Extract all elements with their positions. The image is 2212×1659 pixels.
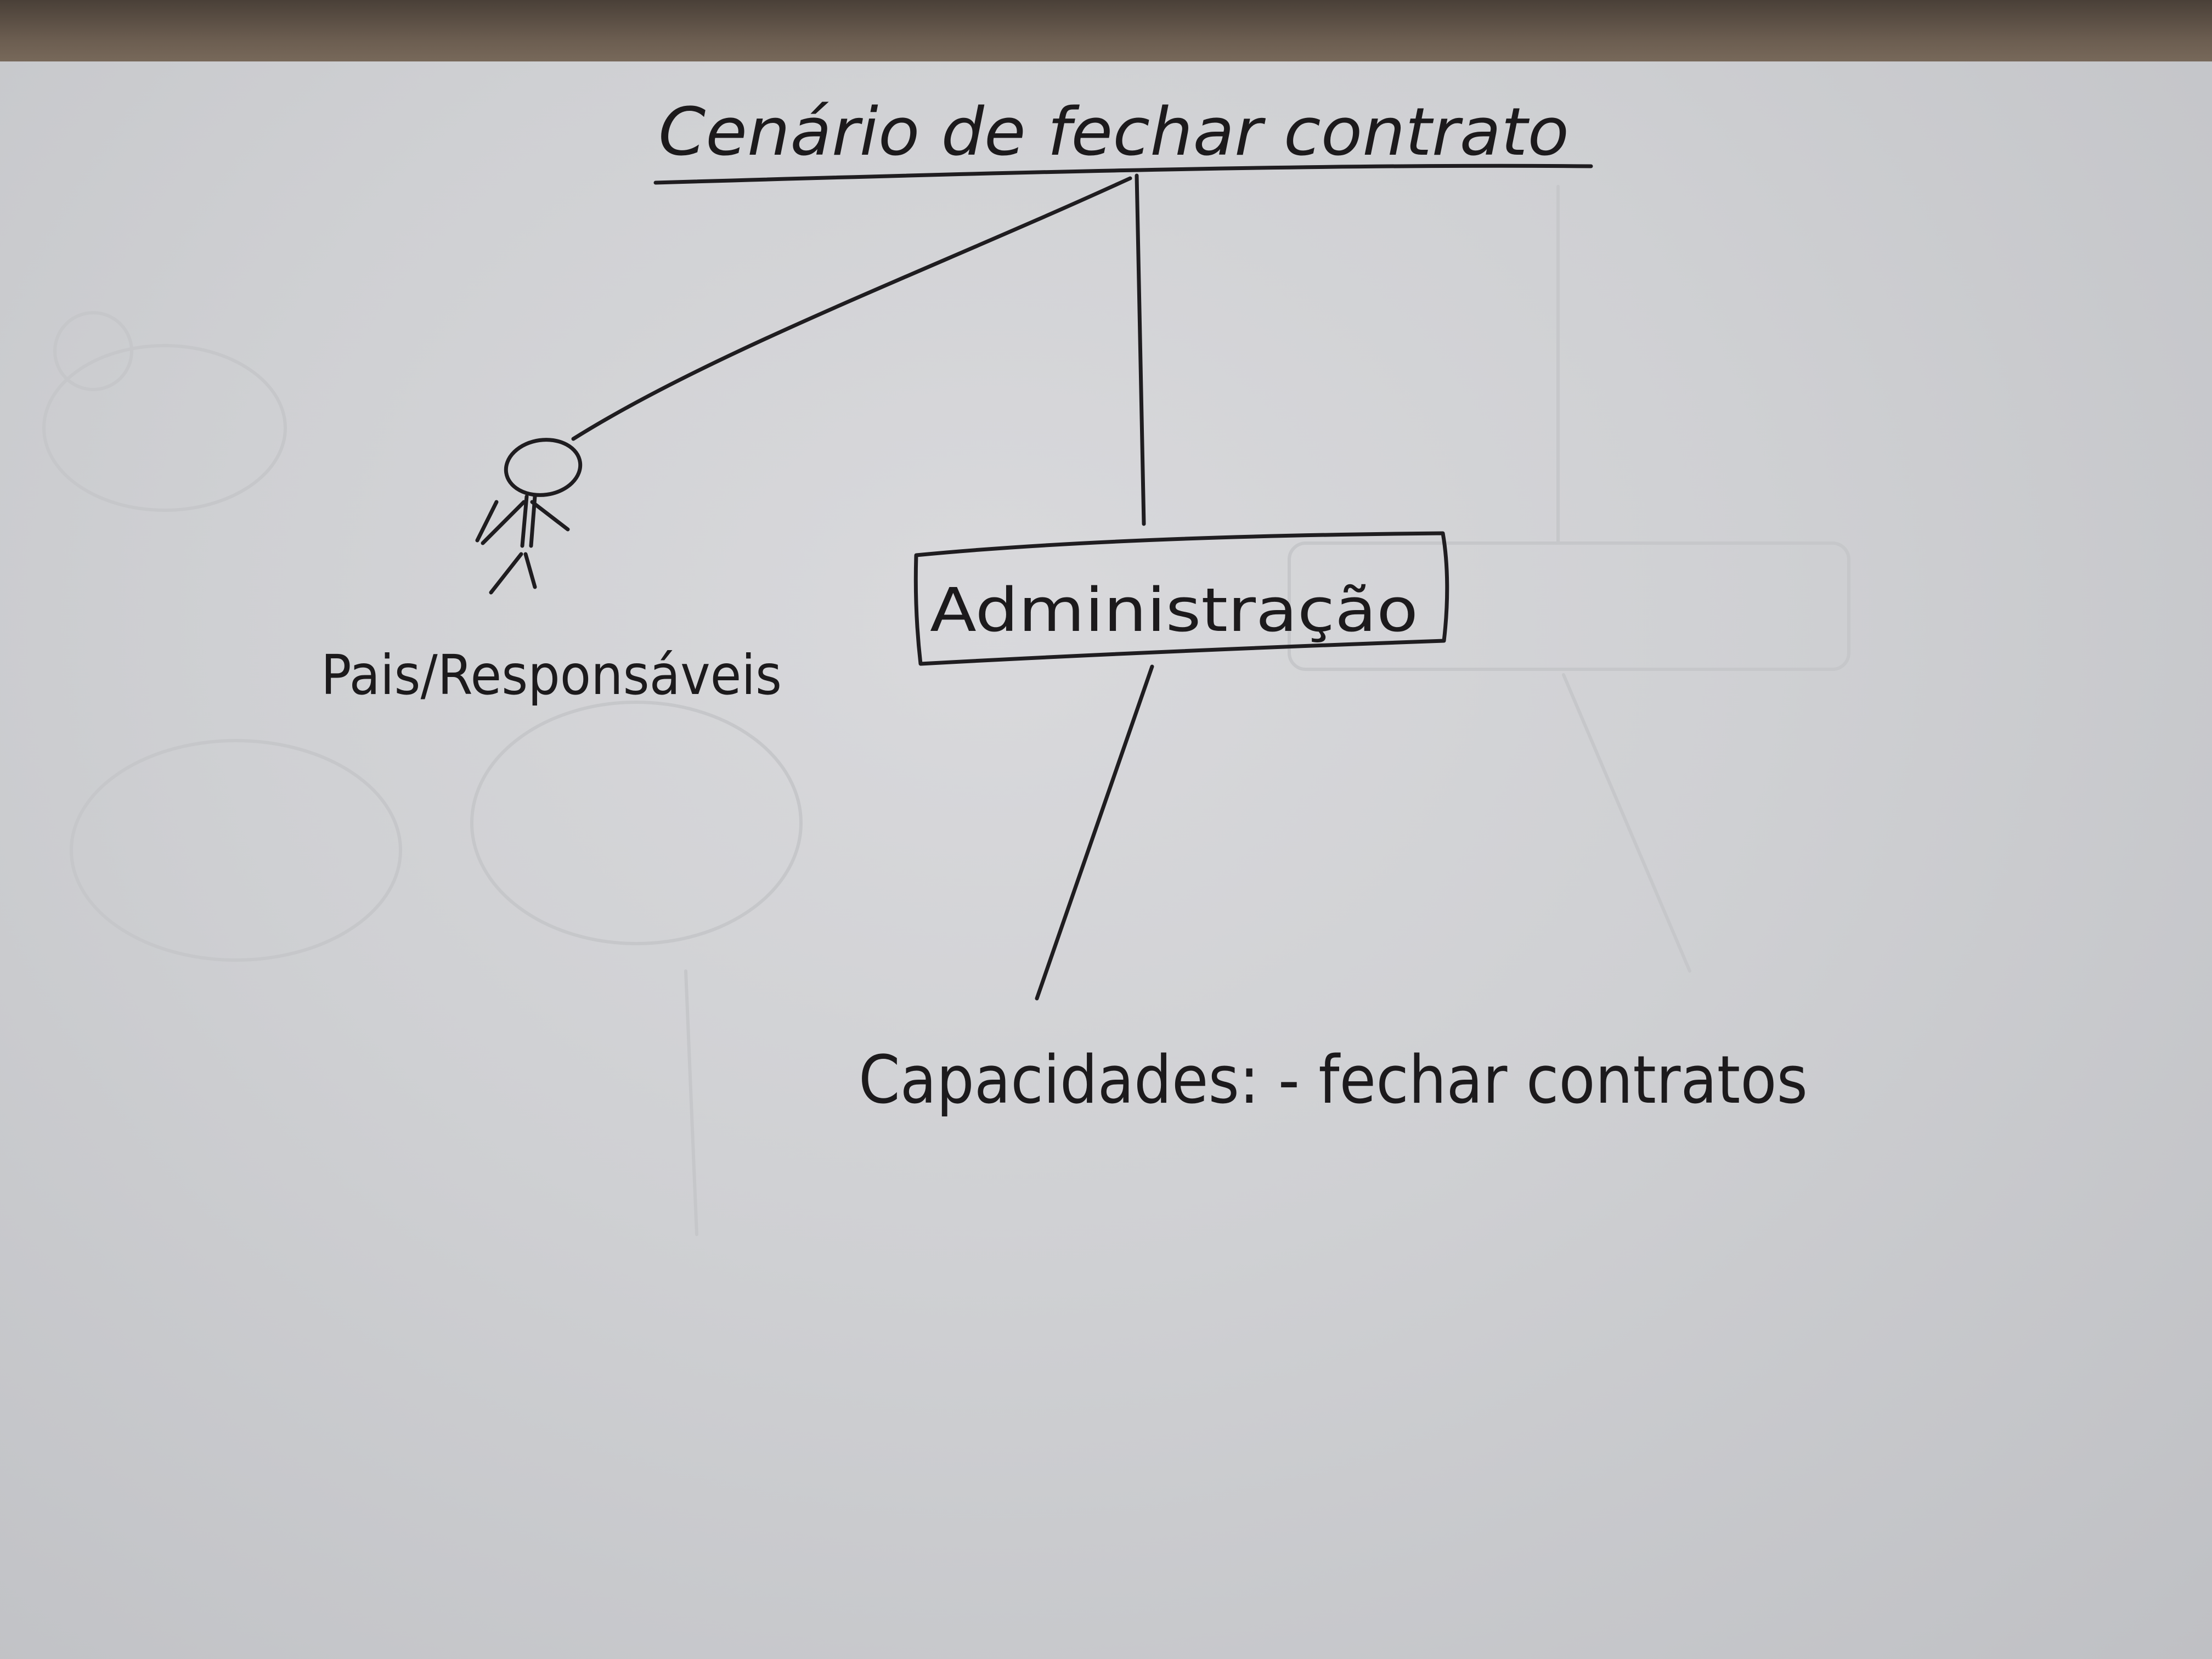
role-box bbox=[913, 531, 1449, 666]
diagram-title: Cenário de fechar contrato bbox=[658, 94, 1569, 171]
paper-sheet bbox=[0, 61, 2212, 1659]
show-through-marks bbox=[42, 185, 1850, 1236]
title-to-role-line bbox=[1135, 173, 1146, 526]
title-to-actor-line bbox=[571, 176, 1132, 441]
actor-label: Pais/Responsáveis bbox=[321, 643, 782, 707]
role-label: Administração bbox=[930, 575, 1418, 645]
table-background bbox=[0, 0, 2212, 66]
stick-figure-icon bbox=[475, 438, 583, 595]
role-to-capabilities-line bbox=[1035, 664, 1154, 1001]
capabilities-text: Capacidades: - fechar contratos bbox=[859, 1042, 1808, 1119]
title-underline bbox=[653, 163, 1593, 185]
